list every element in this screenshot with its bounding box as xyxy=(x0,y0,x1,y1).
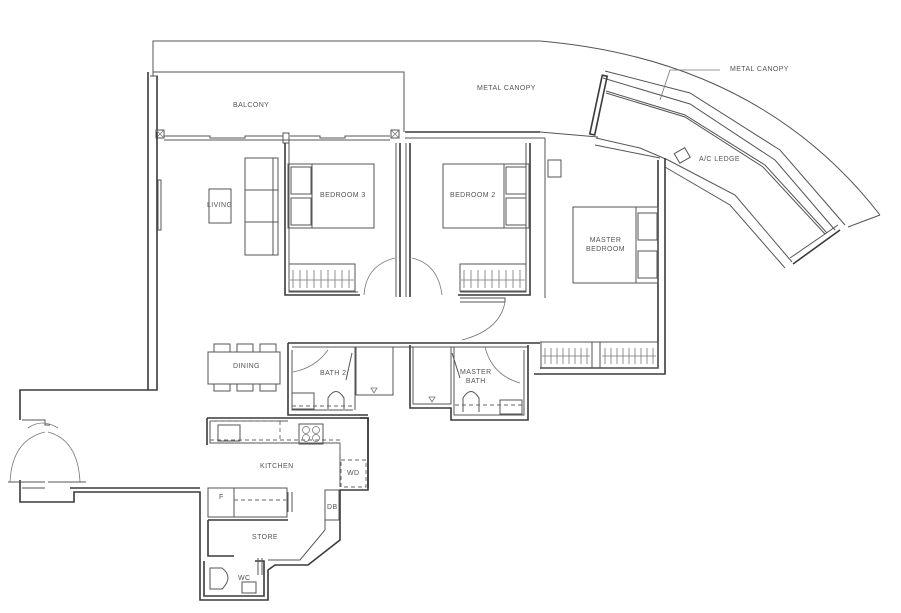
wc-basin xyxy=(241,581,257,594)
bed xyxy=(287,163,375,229)
curved-canopy xyxy=(588,69,846,269)
label-master-bedroom-text: MASTER BEDROOM xyxy=(586,237,625,253)
sofa xyxy=(244,157,279,256)
sink xyxy=(217,424,241,442)
bedroom-3 xyxy=(284,143,401,297)
label-dining: DINING xyxy=(233,363,260,370)
label-bedroom-3: BEDROOM 3 xyxy=(320,192,366,199)
master-bedroom xyxy=(540,159,659,369)
furniture xyxy=(207,157,281,392)
wardrobe xyxy=(288,263,356,292)
label-fridge: F xyxy=(219,494,224,501)
callout-metal-canopy: METAL CANOPY xyxy=(730,66,789,73)
balcony xyxy=(150,71,405,139)
exterior-walls xyxy=(19,72,666,601)
label-master-bath: MASTER BATH xyxy=(460,368,492,386)
coffee-table xyxy=(208,188,232,224)
label-balcony: BALCONY xyxy=(233,102,270,109)
toilet xyxy=(209,567,229,590)
label-kitchen: KITCHEN xyxy=(260,463,294,470)
label-store: STORE xyxy=(252,534,278,541)
label-living: LIVING xyxy=(207,202,233,209)
ac-ledge-box xyxy=(673,146,691,164)
basin xyxy=(291,392,315,410)
washer-dryer xyxy=(340,459,367,488)
basin xyxy=(499,399,523,415)
metal-canopy-outline xyxy=(152,40,881,228)
wardrobe xyxy=(459,263,527,292)
bed xyxy=(572,206,659,284)
balcony-sliding-doors xyxy=(164,132,390,144)
bed xyxy=(442,163,530,229)
bedroom-2 xyxy=(405,143,531,341)
bathroom-block xyxy=(287,342,540,421)
label-metal-canopy: METAL CANOPY xyxy=(477,85,536,92)
label-bedroom-2: BEDROOM 2 xyxy=(450,192,496,199)
cooktop xyxy=(298,423,324,445)
shower xyxy=(412,346,452,405)
label-bath-2: BATH 2 xyxy=(320,370,347,377)
callout-ac-ledge: A/C LEDGE xyxy=(699,156,740,163)
entrance-door xyxy=(8,419,86,489)
db-cabinet xyxy=(324,489,340,521)
kitchen xyxy=(206,417,369,521)
store-wc xyxy=(203,519,326,597)
dining-table xyxy=(207,351,281,385)
label-wc: WC xyxy=(238,575,251,582)
fridge xyxy=(207,487,235,518)
label-wd: WD xyxy=(347,470,360,477)
label-db: DB xyxy=(327,504,338,511)
label-master-bath-text: MASTER BATH xyxy=(460,369,492,385)
shower xyxy=(355,346,394,396)
label-master-bedroom: MASTER BEDROOM xyxy=(586,236,625,254)
